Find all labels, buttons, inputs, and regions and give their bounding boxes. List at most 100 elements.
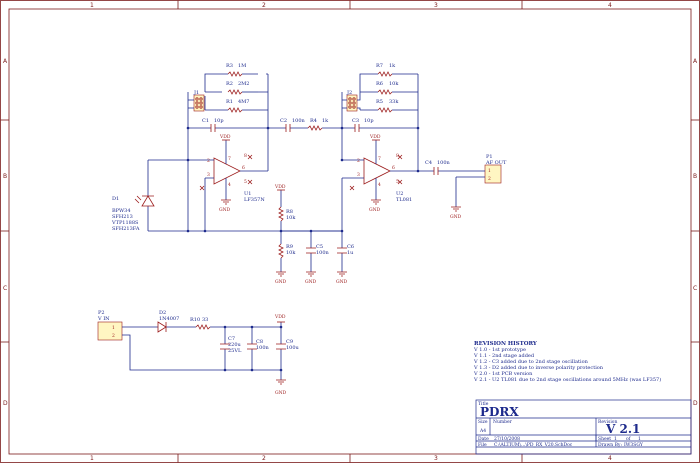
revision-entry: V 2.0 - 1st PCB version: [473, 371, 533, 377]
c7-rating: 25VL: [228, 348, 242, 354]
resistor-r3: R3 1M: [222, 63, 258, 77]
c4-value: 100n: [437, 160, 451, 166]
c5-value: 100n: [316, 250, 330, 256]
vdd-r8-label: VDD: [274, 184, 286, 190]
zone-col-2-top: 2: [262, 2, 266, 9]
gnd-c5: GND: [305, 271, 317, 285]
revision-entry: V 2.1 - U2 TL081 due to 2nd stage oscill…: [473, 376, 661, 383]
r6-ref: R6: [376, 81, 383, 87]
c6-value: 1u: [347, 250, 354, 256]
c8-value: 100n: [256, 345, 270, 351]
u2-ref: U2: [396, 191, 403, 197]
zone-col-3-top: 3: [434, 2, 438, 9]
resistor-r6: R6 10k: [372, 81, 412, 95]
r5-ref: R5: [376, 99, 383, 105]
j2-ref: J2: [346, 90, 352, 96]
connector-p2: 1 2 P2 V IN: [97, 310, 123, 341]
resistor-r2: R2 2M2: [226, 81, 258, 95]
title-label: Title: [478, 401, 489, 407]
vdd-supply: VDD: [274, 314, 286, 323]
vdd-u1-label: VDD: [219, 134, 231, 140]
u2-pin-6: 6: [392, 165, 395, 171]
zone-row-a-right: A: [693, 58, 698, 65]
zone-row-c-right: C: [693, 285, 697, 292]
gnd-c6: GND: [336, 271, 348, 285]
d1-part-1: BPW34: [112, 208, 131, 214]
resistor-r1: R1 4M7: [222, 99, 258, 113]
date-value: 27/10/2008: [494, 436, 520, 442]
sheets-value: 1: [638, 436, 641, 442]
capacitor-c1: C1 10p: [202, 118, 224, 132]
gnd-p1: GND: [450, 206, 462, 220]
r1-value: 4M7: [238, 99, 249, 105]
c9-ref: C9: [286, 339, 293, 345]
gnd-supply-label: GND: [275, 390, 287, 396]
u1-pin-6: 6: [242, 165, 245, 171]
output-section: C4 100n 1 2 P1 AF OUT GND: [425, 154, 507, 220]
resistor-r7: R7 1k: [372, 63, 412, 77]
number-label: Number: [493, 419, 513, 425]
u2-pin-3: 3: [357, 172, 360, 178]
sheet-label: Sheet: [598, 436, 611, 442]
c5-ref: C5: [316, 244, 323, 250]
vdd-u2: VDD: [369, 134, 381, 141]
d1-part-2: SFH213: [112, 214, 133, 220]
zone-row-b-right: B: [693, 173, 697, 180]
r9-ref: R9: [286, 244, 293, 250]
vdd-u2-label: VDD: [369, 134, 381, 140]
r3-value: 1M: [238, 63, 246, 69]
zone-labels: 1 2 3 4 1 2 3 4 A B C D A B C D: [3, 2, 698, 462]
zone-row-c-left: C: [3, 285, 7, 292]
revision-history: REVISION HISTORY V 1.0 - 1st prototype V…: [473, 341, 661, 383]
gnd-supply: GND: [275, 379, 287, 396]
r7-value: 1k: [389, 63, 396, 69]
coupling-c2-r4: C2 100n R4 1k: [268, 118, 342, 132]
p2-pin-1: 1: [112, 325, 115, 331]
capacitor-c7: C7 220u 25VL: [220, 327, 242, 370]
title-block: Title PDRX Size A4 Number Revision V 2.1…: [475, 399, 692, 455]
power-supply: 1 2 P2 V IN D2 1N4007 R10 33 C7 220u 25V…: [97, 310, 300, 396]
gnd-p1-label: GND: [450, 214, 462, 220]
c6-ref: C6: [347, 244, 354, 250]
revision-entry: V 1.0 - 1st prototype: [473, 347, 526, 353]
gnd-u2: GND: [369, 199, 381, 213]
r4-ref: R4: [310, 118, 317, 124]
file-value: C:\ALTIUM\...\PD_RX_V20.SchDoc: [494, 442, 573, 448]
revision-entry: V 1.2 - C3 added due to 2nd stage oscill…: [473, 359, 589, 365]
c8-ref: C8: [256, 339, 263, 345]
opamp-u1: 2 3 6 7 4 8 5 U1 LF357N: [188, 128, 269, 203]
zone-row-d-left: D: [3, 400, 8, 407]
j1-ref: J1: [193, 90, 199, 96]
c2-ref: C2: [280, 118, 287, 124]
vdd-u1: VDD: [219, 134, 231, 141]
u2-pin-4: 4: [378, 182, 381, 188]
p2-value: V IN: [97, 316, 110, 322]
r8-ref: R8: [286, 209, 293, 215]
d1-ref: D1: [112, 196, 119, 202]
r9-value: 10k: [286, 250, 296, 256]
d2-ref: D2: [159, 310, 166, 316]
connector-p1: 1 2 P1 AF OUT: [455, 154, 507, 207]
capacitor-c3: C3 10p: [350, 118, 374, 132]
u1-pin-5: 5: [244, 179, 247, 185]
u1-value: LF357N: [244, 197, 265, 203]
date-label: Date: [478, 436, 489, 442]
u1-ref: U1: [244, 191, 251, 197]
file-label: File: [478, 442, 487, 448]
r2-value: 2M2: [238, 81, 249, 87]
revision-entry: V 1.1 - 2nd stage added: [473, 353, 535, 359]
drawn-by-value: IW3SGY: [624, 442, 644, 448]
u1-pin-7: 7: [228, 156, 231, 162]
u2-pin-2: 2: [357, 158, 360, 164]
c7-ref: C7: [228, 336, 235, 342]
vdd-supply-label: VDD: [274, 314, 286, 320]
zone-col-1-top: 1: [90, 2, 94, 9]
d1-part-3: VTP1188S: [111, 220, 139, 226]
d1-part-4: SFH213FA: [112, 226, 140, 232]
p2-pin-2: 2: [112, 333, 115, 339]
p1-ref: P1: [486, 154, 493, 160]
gnd-c6-label: GND: [336, 279, 348, 285]
resistor-r8: R8 10k: [278, 206, 296, 222]
gnd-u1: GND: [219, 199, 231, 213]
vdd-r8: VDD: [274, 184, 286, 191]
